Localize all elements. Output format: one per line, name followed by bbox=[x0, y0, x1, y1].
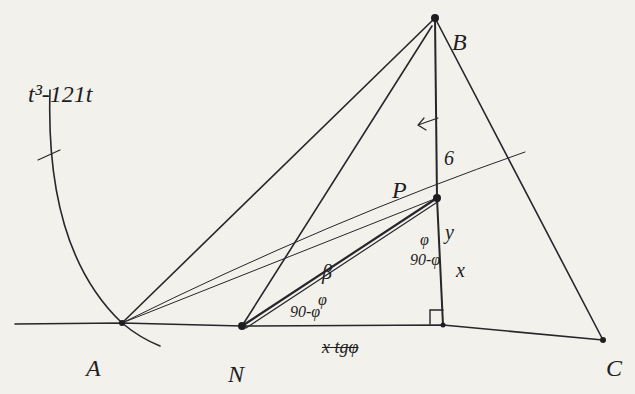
segment-np bbox=[242, 198, 437, 326]
length-label: x bbox=[456, 260, 465, 280]
parabola bbox=[50, 90, 160, 346]
point-n bbox=[238, 322, 246, 330]
point-label: A bbox=[86, 356, 101, 380]
length-label: y bbox=[445, 222, 454, 242]
angle-label: φ bbox=[420, 232, 429, 248]
point-foot bbox=[441, 323, 446, 328]
angle-label: 90-φ bbox=[290, 304, 320, 320]
segment-bn bbox=[242, 26, 432, 326]
right-angle bbox=[430, 310, 443, 324]
point-label: P bbox=[392, 178, 407, 202]
base-line bbox=[15, 323, 603, 340]
altitude bbox=[435, 18, 443, 325]
side-bc bbox=[435, 18, 603, 340]
length-label: x tgφ bbox=[322, 338, 358, 356]
figure-lines bbox=[15, 18, 603, 346]
length-label: 6 bbox=[444, 148, 454, 168]
point-p bbox=[433, 194, 441, 202]
angle-label: 90-φ bbox=[410, 252, 440, 268]
point-label: C bbox=[606, 356, 622, 380]
points bbox=[119, 14, 606, 343]
point-b bbox=[431, 14, 439, 22]
arrow-mark bbox=[418, 118, 438, 130]
point-c bbox=[600, 337, 606, 343]
tick bbox=[38, 150, 60, 160]
point-label: N bbox=[228, 362, 244, 386]
curve-equation: t³-121t bbox=[28, 82, 93, 106]
curve-ab bbox=[122, 18, 435, 323]
point-label: B bbox=[452, 30, 467, 54]
line-a-ext bbox=[122, 152, 525, 323]
point-a bbox=[119, 320, 125, 326]
segment-ap bbox=[122, 198, 437, 323]
angle-label: β bbox=[322, 262, 332, 282]
